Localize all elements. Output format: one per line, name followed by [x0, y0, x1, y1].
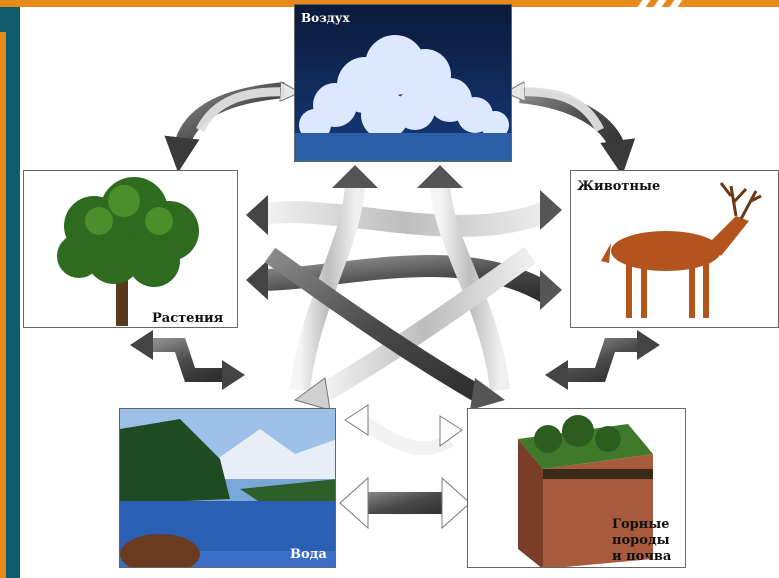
left-orange-stripe	[0, 32, 6, 578]
arrow-plants-air	[195, 92, 290, 133]
cloud-image	[295, 35, 511, 161]
plants-panel: Растения	[23, 170, 238, 328]
arrow-animals-water	[314, 246, 536, 404]
animals-label: Животные	[577, 179, 661, 194]
arrowhead	[540, 190, 562, 230]
arrowhead	[222, 360, 245, 390]
rocks-label-line2: породы	[612, 533, 670, 548]
arrowhead	[246, 195, 268, 235]
arrowhead	[545, 360, 568, 390]
arrowhead	[130, 330, 153, 360]
arrow-water-air	[290, 179, 365, 392]
arrow-water-rocks-shaft	[365, 492, 445, 514]
animals-panel: Животные	[570, 170, 779, 328]
plants-label: Растения	[152, 311, 224, 326]
rocks-label-line3: и почва	[612, 549, 672, 564]
arrow-plants-rocks	[264, 247, 485, 403]
arrowhead	[344, 404, 369, 436]
arrow-water-rocks-1	[356, 414, 454, 456]
rocks-soil-panel: Горные породы и почва	[467, 408, 686, 568]
arrowhead	[637, 330, 660, 360]
arrow-rocks-air	[430, 179, 510, 392]
river-landscape-image	[120, 409, 335, 567]
water-panel: Вода	[119, 408, 336, 568]
deer-image	[601, 182, 762, 318]
arrowhead	[332, 165, 378, 188]
arrowhead	[293, 377, 331, 411]
water-label: Вода	[290, 547, 327, 562]
arrowhead	[540, 270, 562, 310]
air-label: Воздух	[301, 11, 350, 25]
arrowhead	[339, 476, 369, 530]
rocks-label-line1: Горные	[612, 517, 670, 532]
arrowhead	[470, 378, 505, 410]
air-panel: Воздух	[294, 4, 512, 162]
top-accent-bar	[0, 0, 779, 7]
arrow-plants-water	[150, 338, 225, 382]
arrowhead	[439, 415, 463, 447]
arrow-plants-animals-1	[255, 199, 555, 237]
arrow-animals-air	[515, 92, 605, 133]
arrow-animals-rocks	[565, 338, 640, 382]
soil-block-image	[518, 415, 653, 567]
tree-image	[57, 177, 199, 326]
arrowhead	[441, 476, 471, 530]
arrowhead	[246, 260, 268, 300]
arrowhead	[417, 165, 463, 188]
